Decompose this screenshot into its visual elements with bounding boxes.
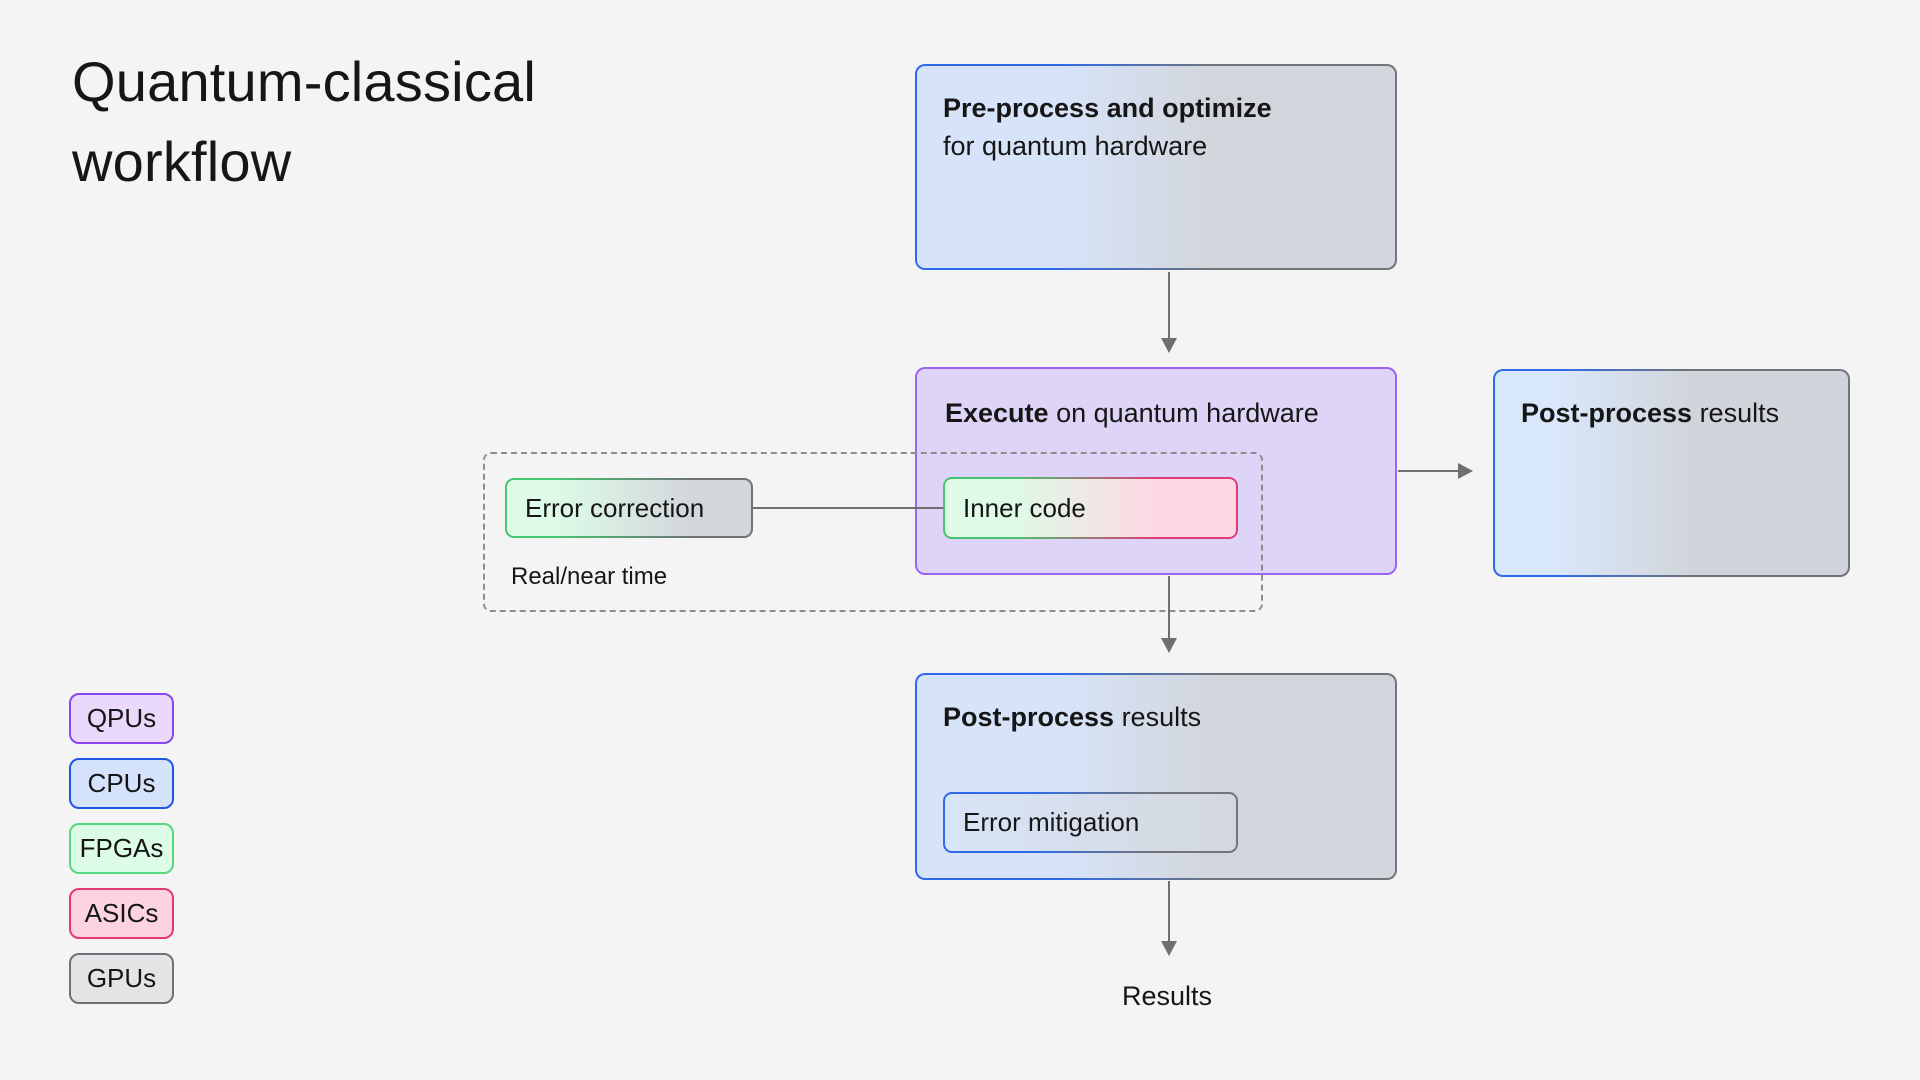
- node-execute-heading-bold: Execute: [945, 398, 1049, 428]
- node-error-mitigation-label: Error mitigation: [963, 807, 1140, 837]
- node-postprocess-right: Post-process results: [1493, 369, 1850, 577]
- legend-badge-label: CPUs: [87, 768, 156, 798]
- page-title: Quantum-classical workflow: [72, 50, 537, 193]
- node-execute-heading-rest: on quantum hardware: [1048, 398, 1319, 428]
- node-execute: Execute on quantum hardware: [915, 367, 1397, 575]
- node-postprocess-bottom-heading-rest: results: [1114, 702, 1202, 732]
- node-execute-heading: Execute on quantum hardware: [945, 394, 1319, 432]
- legend-badge-label: ASICs: [84, 898, 159, 928]
- legend-badge: FPGAs: [69, 823, 174, 874]
- legend-badge: QPUs: [69, 693, 174, 744]
- results-label: Results: [1121, 981, 1213, 1011]
- node-error-correction-label: Error correction: [525, 492, 705, 523]
- node-preprocess-heading-rest: for quantum hardware: [943, 131, 1208, 161]
- legend-badge: ASICs: [69, 888, 174, 939]
- legend-badge-label: QPUs: [86, 703, 157, 733]
- node-postprocess-right-heading-rest: results: [1692, 398, 1780, 428]
- node-inner-code: Inner code: [943, 477, 1238, 539]
- node-postprocess-bottom-heading-bold: Post-process: [943, 702, 1115, 732]
- node-postprocess-right-heading-bold: Post-process: [1521, 398, 1693, 428]
- legend: QPUs CPUs FPGAs ASICs GPUs: [69, 693, 174, 1004]
- legend-badge: GPUs: [69, 953, 174, 1004]
- node-inner-code-label: Inner code: [963, 492, 1086, 523]
- node-postprocess-right-heading: Post-process results: [1521, 394, 1779, 432]
- legend-badge-label: FPGAs: [79, 833, 164, 863]
- node-postprocess-bottom-heading: Post-process results: [943, 698, 1201, 736]
- node-error-correction: Error correction: [505, 478, 753, 538]
- node-preprocess: Pre-process and optimize for quantum har…: [915, 64, 1397, 270]
- realtime-caption: Real/near time: [511, 563, 668, 590]
- node-preprocess-fill: [917, 66, 1395, 268]
- node-preprocess-heading: Pre-process and optimize for quantum har…: [943, 89, 1272, 165]
- legend-badge: CPUs: [69, 758, 174, 809]
- node-error-mitigation: Error mitigation: [943, 792, 1238, 853]
- legend-badge-label: GPUs: [86, 963, 157, 993]
- node-preprocess-heading-bold: Pre-process and optimize: [943, 93, 1272, 123]
